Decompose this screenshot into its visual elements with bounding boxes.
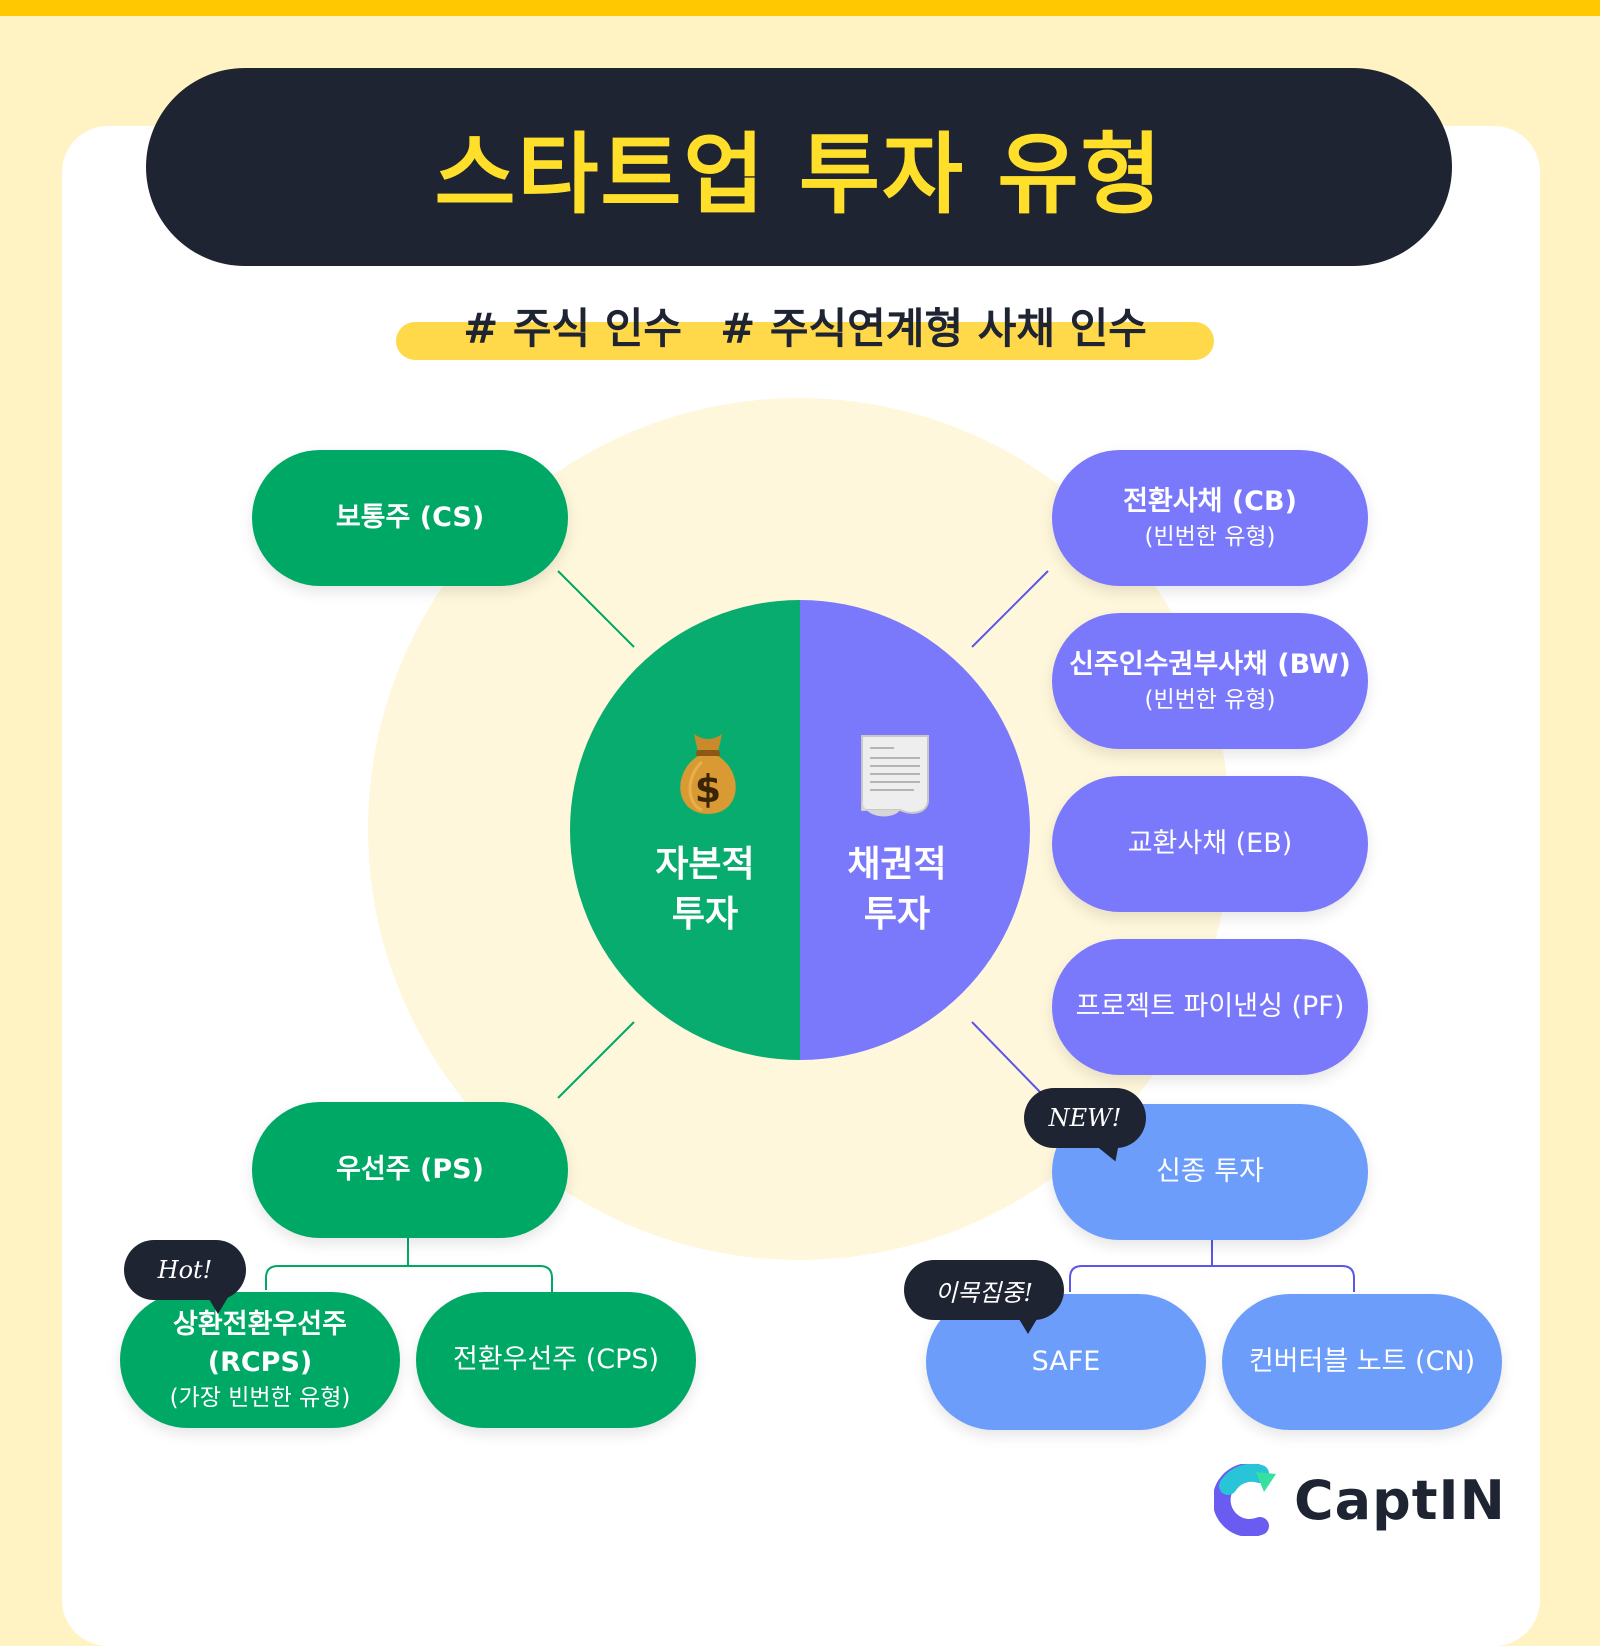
preferred-stock-node: 우선주 (PS) (252, 1102, 568, 1238)
tag-highlight (396, 322, 1214, 360)
bw-label: 신주인수권부사채 (BW) (1069, 649, 1351, 680)
cb-node: 전환사채 (CB) (빈번한 유형) (1052, 450, 1368, 586)
cb-note: (빈번한 유형) (1144, 524, 1276, 550)
tree-preferred (265, 1238, 553, 1292)
eb-node: 교환사채 (EB) (1052, 776, 1368, 912)
captin-c-logo-icon (1214, 1464, 1276, 1536)
tree-new-investment (1069, 1240, 1355, 1292)
bw-note: (빈번한 유형) (1144, 687, 1276, 713)
rcps-label-line1: 상환전환우선주 (173, 1309, 347, 1340)
tag-stock-acquisition: # 주식 인수 (463, 303, 683, 353)
hashtag-row: # 주식 인수 # 주식연계형 사채 인수 (396, 290, 1214, 360)
document-icon (854, 732, 936, 824)
cb-label: 전환사채 (CB) (1123, 486, 1297, 517)
attention-badge: 이목집중! (904, 1260, 1064, 1334)
cps-node: 전환우선주 (CPS) (416, 1292, 696, 1428)
top-accent-bar (0, 0, 1600, 16)
rcps-node: 상환전환우선주 (RCPS) (가장 빈번한 유형) (120, 1292, 400, 1428)
equity-investment-label: 자본적 투자 (630, 840, 780, 940)
brand-name: CaptIN (1294, 1468, 1506, 1532)
rcps-note: (가장 빈번한 유형) (169, 1385, 351, 1411)
svg-text:$: $ (695, 767, 721, 811)
debt-half (800, 600, 1030, 1060)
cn-node: 컨버터블 노트 (CN) (1222, 1294, 1502, 1430)
rcps-label-line2: (RCPS) (207, 1347, 313, 1378)
debt-investment-label: 채권적 투자 (822, 840, 972, 940)
preferred-stock-label: 우선주 (PS) (336, 1154, 484, 1185)
brand-logo: CaptIN (1214, 1464, 1506, 1536)
debt-label-line2: 투자 (863, 894, 931, 935)
safe-label: SAFE (1031, 1346, 1101, 1377)
cps-label: 전환우선주 (CPS) (452, 1344, 660, 1375)
page-title: 스타트업 투자 유형 (434, 122, 1164, 226)
new-badge-text: NEW! (1048, 1104, 1122, 1132)
new-badge: NEW! (1024, 1088, 1146, 1166)
eb-label: 교환사채 (EB) (1127, 828, 1293, 859)
attention-badge-text: 이목집중! (935, 1278, 1033, 1307)
center-circle (570, 600, 1030, 1060)
money-bag-icon: $ (672, 728, 744, 824)
hot-badge-text: Hot! (157, 1256, 213, 1284)
common-stock-node: 보통주 (CS) (252, 450, 568, 586)
equity-label-line2: 투자 (671, 894, 739, 935)
debt-label-line1: 채권적 (847, 844, 947, 885)
new-investment-label: 신종 투자 (1156, 1156, 1264, 1187)
common-stock-label: 보통주 (CS) (335, 502, 485, 533)
equity-half (570, 600, 800, 1060)
pf-label: 프로젝트 파이낸싱 (PF) (1075, 991, 1345, 1022)
tag-equity-linked-bond: # 주식연계형 사채 인수 (720, 303, 1147, 353)
bw-node: 신주인수권부사채 (BW) (빈번한 유형) (1052, 613, 1368, 749)
cn-label: 컨버터블 노트 (CN) (1248, 1346, 1476, 1377)
title-banner: 스타트업 투자 유형 (146, 68, 1452, 266)
equity-label-line1: 자본적 (655, 844, 755, 885)
hot-badge: Hot! (124, 1240, 246, 1314)
pf-node: 프로젝트 파이낸싱 (PF) (1052, 939, 1368, 1075)
